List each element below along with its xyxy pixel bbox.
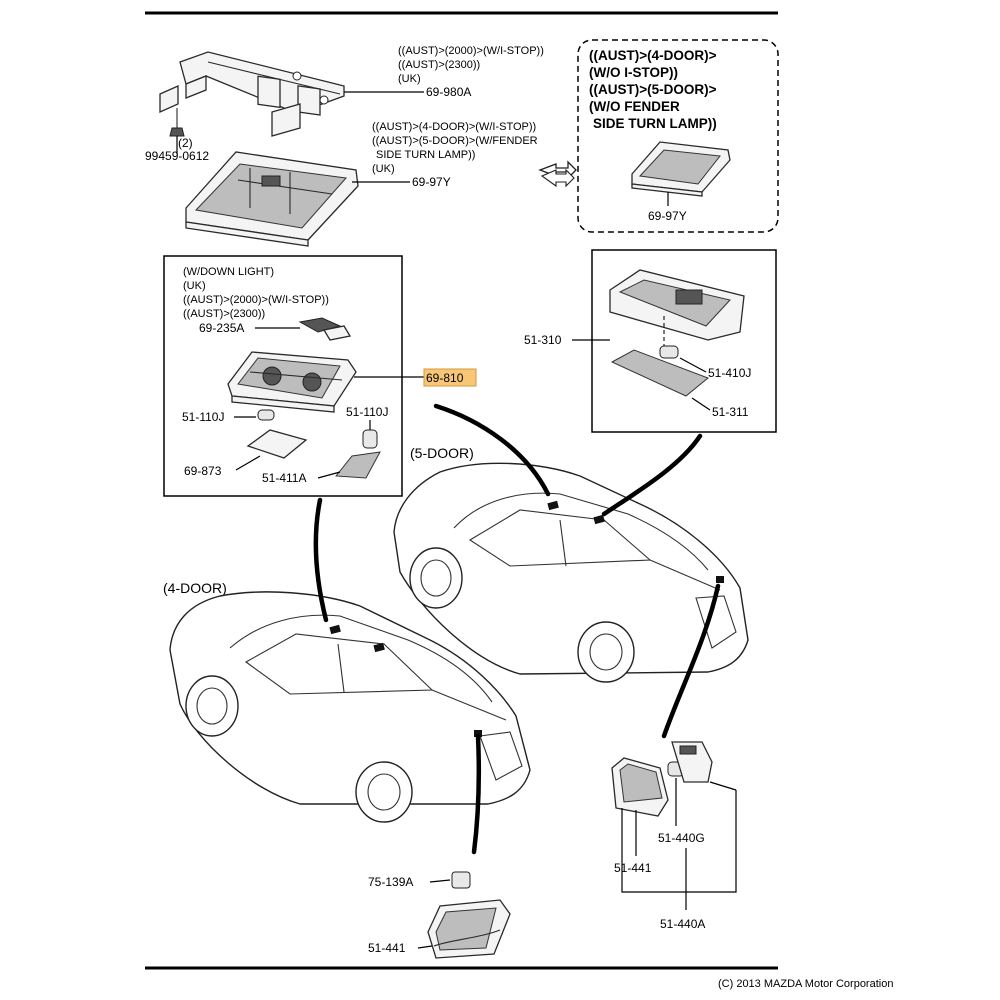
overhead-lamp-drawing [185, 151, 359, 247]
header-4-door: (4-DOOR) [163, 580, 227, 596]
bulb-left-drawing [257, 409, 275, 421]
alt-lamp-drawing [631, 141, 731, 197]
luggage-lamp-drawing [611, 741, 713, 817]
part-69-873: 69-873 [184, 464, 222, 478]
part-99459-0612: 99459-0612 [145, 149, 209, 163]
note-bracket-line-3: (UK) [398, 73, 421, 85]
part-51-311: 51-311 [712, 405, 749, 419]
part-69-97Y-main: 69-97Y [412, 175, 451, 189]
part-51-440G: 51-440G [658, 831, 705, 845]
vanity-lamp-drawing [609, 269, 745, 397]
copyright-text: (C) 2013 MAZDA Motor Corporation [718, 978, 893, 990]
vanity-lamp-box [591, 249, 777, 433]
part-51-110J-right: 51-110J [346, 405, 388, 419]
car-4-door-drawing [169, 591, 531, 823]
map-lamp-drawing [227, 351, 357, 413]
leader-lines [313, 403, 721, 855]
alt-note-line-2: (W/O I-STOP)) [589, 65, 678, 80]
trunk-lamp-drawing [427, 871, 511, 959]
part-51-110J-left: 51-110J [182, 410, 224, 424]
interchange-arrow-icon [538, 160, 577, 188]
part-69-235A: 69-235A [199, 321, 244, 335]
part-51-411A: 51-411A [262, 471, 306, 485]
part-51-441-right: 51-441 [614, 861, 652, 875]
alt-variant-box [577, 39, 779, 233]
alt-note-line-3: ((AUST)>(5-DOOR)> [589, 82, 717, 97]
bulb-right-drawing [362, 429, 378, 449]
alt-note-line-5: SIDE TURN LAMP)) [593, 116, 717, 131]
note-bracket-line-1: ((AUST)>(2000)>(W/I-STOP)) [398, 45, 544, 57]
car-5-door-drawing [393, 462, 749, 683]
alt-note-line-4: (W/O FENDER [589, 99, 680, 114]
note-lamp-line-4: (UK) [372, 163, 395, 175]
part-75-139A: 75-139A [368, 875, 413, 889]
lens-right-drawing [335, 451, 381, 479]
switch-connector-drawing [298, 317, 352, 341]
box-note-line-1: (W/DOWN LIGHT) [183, 266, 274, 278]
note-bracket-line-2: ((AUST)>(2300)) [398, 59, 480, 71]
part-69-810: 69-810 [426, 371, 464, 385]
part-51-310: 51-310 [524, 333, 562, 347]
map-lamp-box [163, 255, 403, 497]
part-51-410J: 51-410J [708, 366, 751, 380]
header-5-door: (5-DOOR) [410, 445, 474, 461]
part-69-97Y-alt: 69-97Y [648, 209, 687, 223]
bracket-drawing [159, 51, 345, 137]
part-69-980A: 69-980A [426, 85, 471, 99]
box-note-line-4: ((AUST)>(2300)) [183, 308, 265, 320]
alt-note-line-1: ((AUST)>(4-DOOR)> [589, 48, 717, 63]
lens-left-drawing [246, 429, 308, 459]
part-51-440A: 51-440A [660, 917, 705, 931]
box-note-line-2: (UK) [183, 280, 206, 292]
note-lamp-line-3: SIDE TURN LAMP)) [376, 149, 475, 161]
part-99459-0612-qty: (2) [178, 136, 193, 150]
part-51-441-bottom: 51-441 [368, 941, 406, 955]
box-note-line-3: ((AUST)>(2000)>(W/I-STOP)) [183, 294, 329, 306]
part-69-810-highlight [423, 368, 477, 387]
note-lamp-line-2: ((AUST)>(5-DOOR)>(W/FENDER [372, 135, 538, 147]
note-lamp-line-1: ((AUST)>(4-DOOR)>(W/I-STOP)) [372, 121, 536, 133]
